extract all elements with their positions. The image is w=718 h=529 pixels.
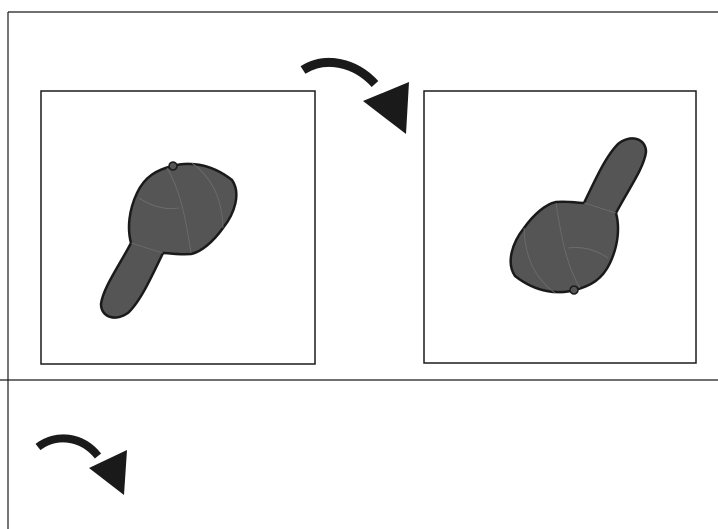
- right-frame: [423, 90, 697, 364]
- bottom-panel: [35, 434, 127, 495]
- baseball-cap-icon: [509, 137, 648, 296]
- curved-arrow-clockwise-icon: [300, 58, 409, 134]
- baseball-cap-icon: [99, 160, 238, 319]
- curved-arrow-clockwise-icon: [35, 434, 127, 495]
- top-panel: [40, 58, 697, 365]
- left-frame: [40, 90, 316, 365]
